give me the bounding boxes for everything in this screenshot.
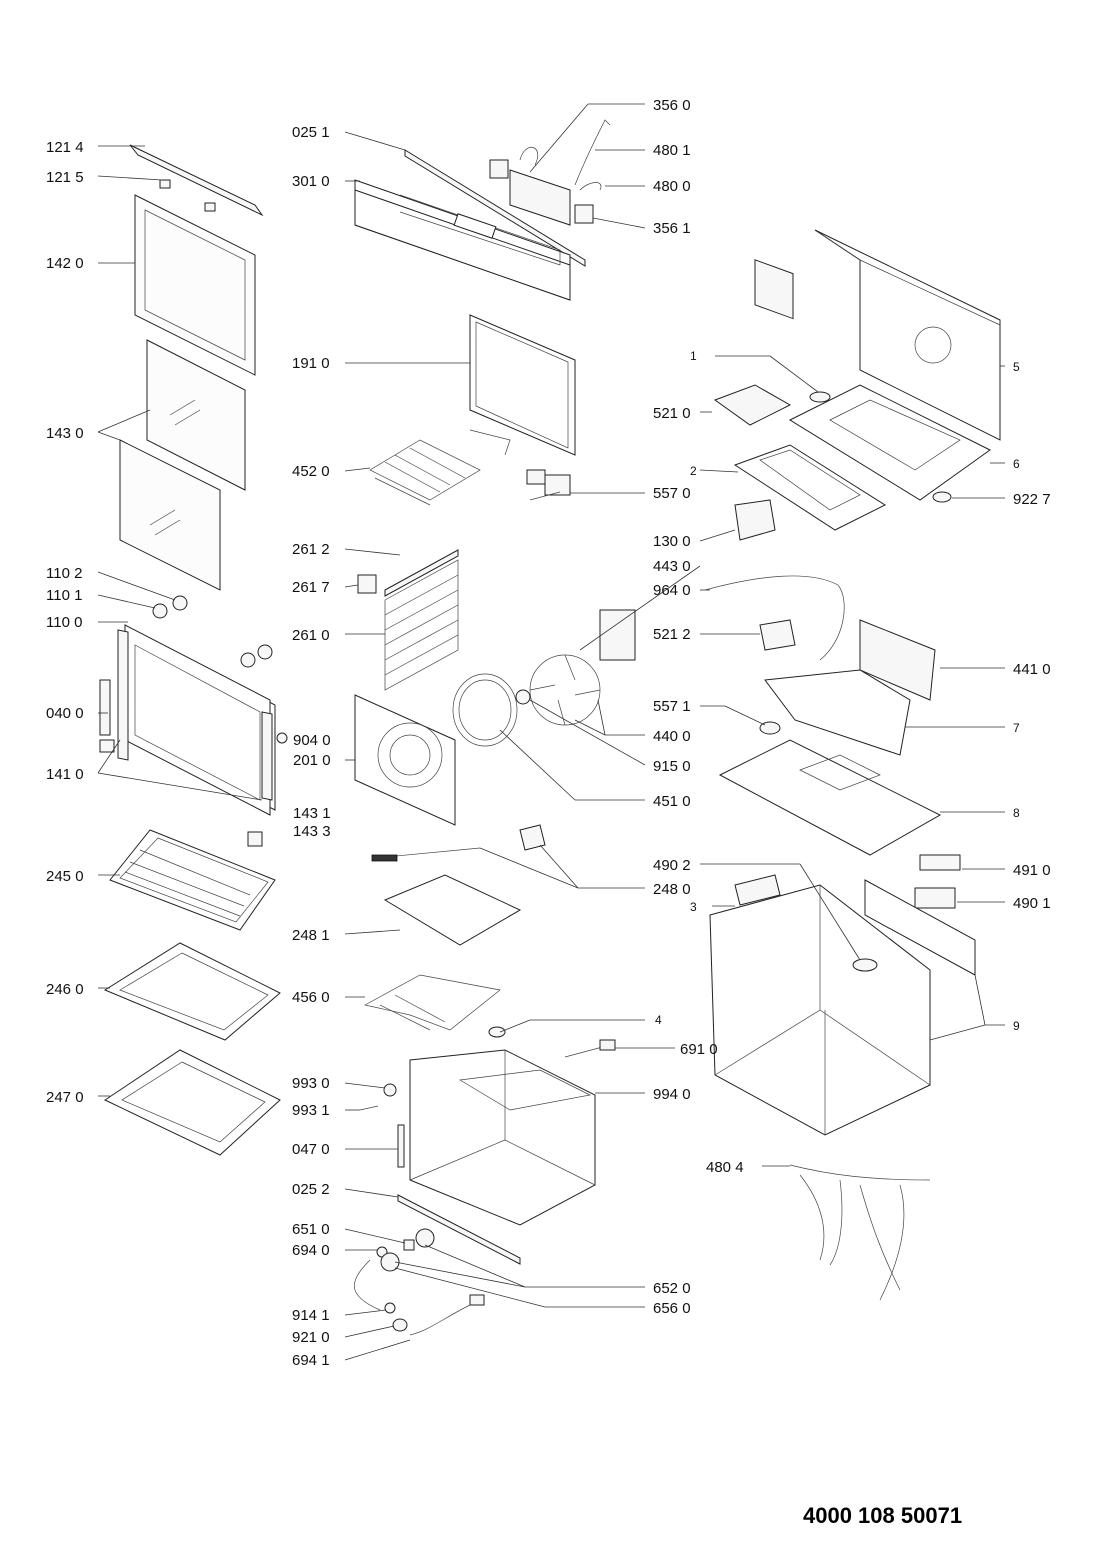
label-914-1: 914 1 [292, 1307, 330, 1324]
label-480-4: 480 4 [706, 1159, 744, 1176]
label-248-1: 248 1 [292, 927, 330, 944]
label-4: 4 [655, 1013, 662, 1027]
label-025-1: 025 1 [292, 124, 330, 141]
label-261-2: 261 2 [292, 541, 330, 558]
label-356-0: 356 0 [653, 97, 691, 114]
label-7: 7 [1013, 721, 1020, 735]
label-301-0: 301 0 [292, 173, 330, 190]
label-480-1: 480 1 [653, 142, 691, 159]
label-694-0: 694 0 [292, 1242, 330, 1259]
label-557-0: 557 0 [653, 485, 691, 502]
label-964-0: 964 0 [653, 582, 691, 599]
label-452-0: 452 0 [292, 463, 330, 480]
label-5: 5 [1013, 360, 1020, 374]
label-491-0: 491 0 [1013, 862, 1051, 879]
label-915-0: 915 0 [653, 758, 691, 775]
label-8: 8 [1013, 806, 1020, 820]
label-480-0: 480 0 [653, 178, 691, 195]
leader-lines [97, 103, 1005, 1361]
label-922-7: 922 7 [1013, 491, 1051, 508]
label-490-2: 490 2 [653, 857, 691, 874]
label-121-4: 121 4 [46, 139, 84, 156]
label-694-1: 694 1 [292, 1352, 330, 1369]
label-110-0: 110 0 [46, 614, 82, 631]
label-994-0: 994 0 [653, 1086, 691, 1103]
label-245-0: 245 0 [46, 868, 84, 885]
label-490-1: 490 1 [1013, 895, 1051, 912]
label-656-0: 656 0 [653, 1300, 691, 1317]
label-9: 9 [1013, 1019, 1020, 1033]
label-110-2: 110 2 [46, 565, 82, 582]
label-441-0: 441 0 [1013, 661, 1051, 678]
label-356-1: 356 1 [653, 220, 691, 237]
label-993-1: 993 1 [292, 1102, 330, 1119]
label-652-0: 652 0 [653, 1280, 691, 1297]
label-246-0: 246 0 [46, 981, 84, 998]
label-6: 6 [1013, 457, 1020, 471]
label-121-5: 121 5 [46, 169, 84, 186]
label-248-0: 248 0 [653, 881, 691, 898]
center-components [354, 119, 636, 1336]
label-247-0: 247 0 [46, 1089, 84, 1106]
label-130-0: 130 0 [653, 533, 691, 550]
label-651-0: 651 0 [292, 1221, 330, 1238]
label-521-2: 521 2 [653, 626, 691, 643]
label-993-0: 993 0 [292, 1075, 330, 1092]
label-451-0: 451 0 [653, 793, 691, 810]
label-047-0: 047 0 [292, 1141, 330, 1158]
right-components [704, 229, 1001, 1301]
label-557-1: 557 1 [653, 698, 691, 715]
door-assembly [99, 144, 288, 1156]
label-1: 1 [690, 349, 697, 363]
label-904-0: 904 0 [293, 732, 331, 749]
label-143-3: 143 3 [293, 823, 331, 840]
label-141-0: 141 0 [46, 766, 84, 783]
label-142-0: 142 0 [46, 255, 84, 272]
label-040-0: 040 0 [46, 705, 84, 722]
label-691-0: 691 0 [680, 1041, 718, 1058]
label-3: 3 [690, 900, 697, 914]
label-191-0: 191 0 [292, 355, 330, 372]
document-number: 4000 108 50071 [803, 1503, 962, 1528]
label-261-7: 261 7 [292, 579, 330, 596]
label-110-1: 110 1 [46, 587, 82, 604]
label-443-0: 443 0 [653, 558, 691, 575]
label-2: 2 [690, 464, 697, 478]
label-456-0: 456 0 [292, 989, 330, 1006]
label-143-0: 143 0 [46, 425, 84, 442]
label-201-0: 201 0 [293, 752, 331, 769]
part-labels: 121 4 121 5 142 0 143 0 110 2 110 1 110 … [46, 97, 1051, 1528]
label-261-0: 261 0 [292, 627, 330, 644]
label-025-2: 025 2 [292, 1181, 330, 1198]
label-921-0: 921 0 [292, 1329, 330, 1346]
label-440-0: 440 0 [653, 728, 691, 745]
label-521-0: 521 0 [653, 405, 691, 422]
label-143-1: 143 1 [293, 805, 331, 822]
